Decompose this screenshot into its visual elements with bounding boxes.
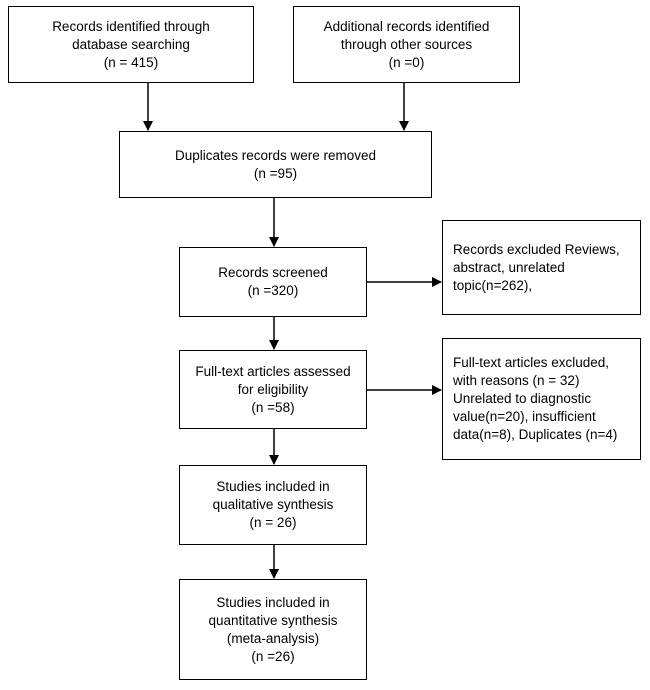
box-text-line: Records excluded Reviews, [453, 241, 620, 257]
box-text-line: for eligibility [237, 381, 309, 397]
box-records-excluded: Records excluded Reviews, abstract, unre… [442, 220, 641, 315]
box-text-line: Unrelated to diagnostic [453, 391, 592, 406]
box-text-line: qualitative synthesis [212, 497, 334, 512]
box-text-line: (n =320) [247, 283, 299, 298]
box-text-line: Full-text articles excluded, [453, 355, 610, 370]
box-text-line: Studies included in [216, 594, 330, 610]
box-records-screened: Records screened (n =320) [179, 247, 367, 317]
box-text-line: abstract, unrelated [453, 259, 565, 275]
box-qualitative-synthesis: Studies included in qualitative synthesi… [179, 465, 367, 545]
box-text-line: value(n=20), insufficient [453, 409, 596, 424]
box-text-line: (n = 415) [103, 54, 159, 70]
box-fulltext-excluded: Full-text articles excluded, with reason… [442, 338, 641, 460]
box-text-line: Records screened [218, 265, 328, 280]
box-text-line: (n =58) [251, 399, 295, 415]
box-text-line: Full-text articles assessed [195, 363, 351, 379]
box-fulltext-assessed: Full-text articles assessed for eligibil… [179, 350, 367, 429]
box-text-line: Additional records identified [323, 18, 490, 34]
box-text-line: Duplicates records were removed [174, 147, 377, 163]
box-quantitative-synthesis: Studies included in quantitative synthes… [179, 579, 367, 680]
box-text-line: with reasons (n = 32) [453, 373, 580, 388]
box-database-searching: Records identified through database sear… [8, 6, 254, 83]
box-text-line: (meta-analysis) [226, 630, 320, 646]
box-text-line: (n =26) [251, 648, 295, 664]
box-text-line: data(n=8), Duplicates (n=4) [453, 427, 618, 442]
box-duplicates-removed: Duplicates records were removed (n =95) [119, 131, 432, 198]
box-text-line: Records identified through [52, 18, 210, 34]
box-text-line: (n =0) [388, 54, 425, 70]
box-text-line: (n =95) [253, 165, 298, 181]
box-text-line: through other sources [340, 36, 473, 52]
box-text-line: quantitative synthesis [208, 612, 338, 628]
box-other-sources: Additional records identified through ot… [293, 6, 520, 83]
box-text-line: topic(n=262), [453, 277, 533, 293]
box-text-line: Studies included in [216, 479, 330, 494]
box-text-line: database searching [72, 36, 190, 52]
box-text-line: (n = 26) [249, 515, 297, 530]
